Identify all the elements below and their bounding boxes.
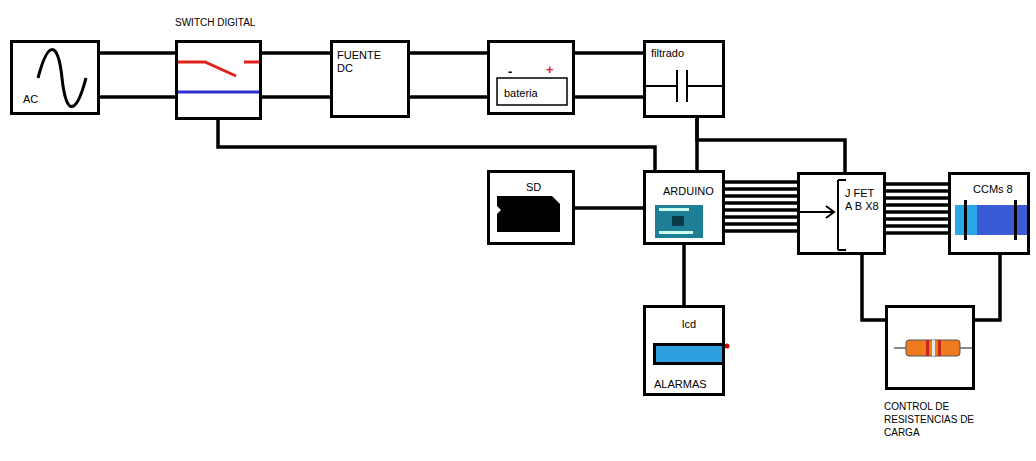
block-box: filtrado xyxy=(643,40,725,118)
wire-line xyxy=(682,245,686,305)
block-box: lcdALARMAS xyxy=(643,305,725,396)
capacitor-symbol xyxy=(646,70,722,102)
wire-line xyxy=(697,118,845,172)
sine-symbol xyxy=(38,50,86,107)
wire-line xyxy=(886,210,948,214)
wire-connector xyxy=(218,120,655,170)
wire-connector xyxy=(684,245,685,305)
wire-connector xyxy=(975,255,1000,320)
ccm-symbol xyxy=(955,200,1030,240)
wire-line xyxy=(862,255,885,320)
wire-line xyxy=(886,217,948,221)
wire-line xyxy=(262,51,330,55)
block-label: FUENTE DC xyxy=(337,49,387,75)
wire-line xyxy=(886,203,948,207)
block-label: bateria xyxy=(504,87,538,100)
resistor-symbol xyxy=(894,340,972,356)
wire-connector xyxy=(575,208,643,209)
wire-line xyxy=(218,120,655,170)
wire-line xyxy=(725,187,797,191)
wire-line xyxy=(725,194,797,198)
jfet-symbol xyxy=(800,180,846,250)
wire-connector xyxy=(410,53,487,97)
battery-symbol xyxy=(497,78,567,105)
block-box: bateria - + xyxy=(487,40,575,115)
wire-connector xyxy=(725,182,797,231)
block-label: CCMs 8 xyxy=(973,183,1013,196)
block-label: J FET A B X8 xyxy=(845,187,881,213)
wire-line xyxy=(886,189,948,193)
wire-line xyxy=(575,206,643,210)
wire-line xyxy=(886,182,948,186)
block-box: SD xyxy=(487,170,575,245)
wire-line xyxy=(410,95,487,99)
wire-line xyxy=(575,95,643,99)
block-label: ALARMAS xyxy=(654,378,707,391)
lcd-symbol xyxy=(653,343,730,365)
wire-line xyxy=(100,51,175,55)
block-label: ARDUINO xyxy=(663,185,714,198)
wire-line xyxy=(262,95,330,99)
wire-line xyxy=(725,229,797,233)
block-box: ARDUINO xyxy=(643,170,725,245)
switch-symbol xyxy=(178,62,259,92)
sd-card-symbol xyxy=(497,196,560,232)
wire-line xyxy=(725,201,797,205)
wire-line xyxy=(725,222,797,226)
wire-connector xyxy=(100,53,175,97)
block-box: FUENTE DC xyxy=(330,40,410,118)
block-box: AC xyxy=(10,40,100,115)
polarity-label: - xyxy=(508,65,512,78)
block-box: CCMs 8 xyxy=(948,172,1030,255)
wire-line xyxy=(886,231,948,235)
wire-connector xyxy=(886,184,948,233)
wire-connector xyxy=(262,53,330,97)
block-box: CONTROL DE RESISTENCIAS DE CARGA xyxy=(885,305,975,390)
block-label: lcd xyxy=(682,318,696,331)
arduino-board xyxy=(655,205,703,238)
block-label: CONTROL DE RESISTENCIAS DE CARGA xyxy=(884,400,976,439)
wire-line xyxy=(886,224,948,228)
block-box: SWITCH DIGITAL xyxy=(175,40,262,120)
wire-connector xyxy=(697,118,845,172)
wire-line xyxy=(725,180,797,184)
wire-connector xyxy=(575,53,643,97)
wire-line xyxy=(725,215,797,219)
block-label: SD xyxy=(526,181,541,194)
wire-line xyxy=(975,255,1000,320)
block-box: J FET A B X8 xyxy=(797,172,886,255)
block-label: AC xyxy=(23,93,38,106)
block-label: SWITCH DIGITAL xyxy=(175,16,295,29)
wire-line xyxy=(410,51,487,55)
wire-line xyxy=(575,51,643,55)
polarity-label: + xyxy=(546,63,554,76)
wire-connector xyxy=(862,255,885,320)
wire-line xyxy=(100,95,175,99)
wire-line xyxy=(725,208,797,212)
block-label: filtrado xyxy=(651,47,684,60)
wire-line xyxy=(886,196,948,200)
